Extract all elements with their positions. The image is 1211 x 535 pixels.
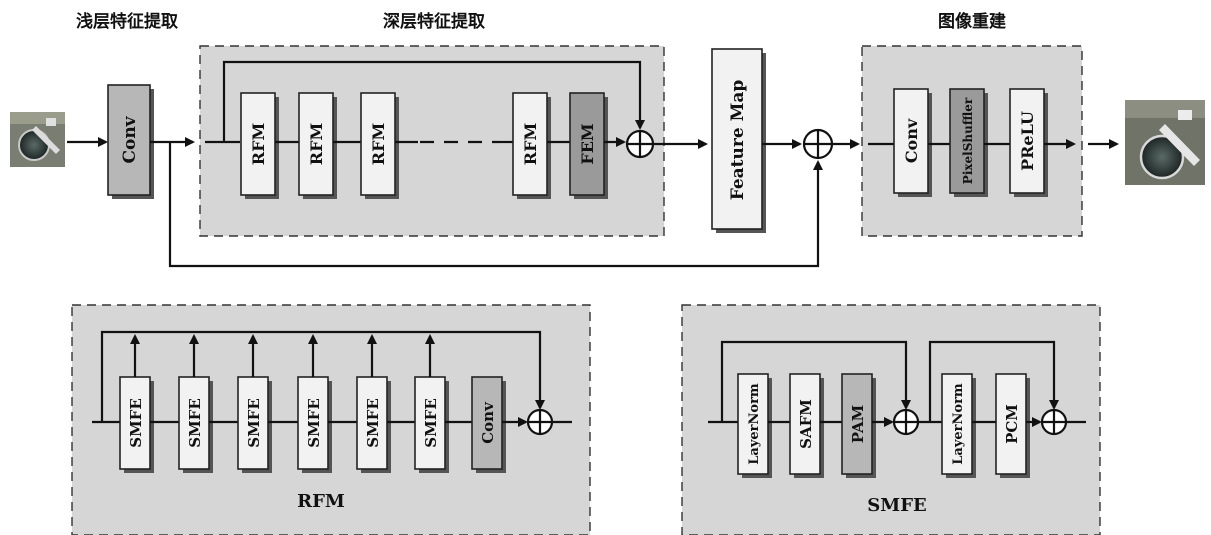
smfe-layernorm-block-1: LayerNorm (738, 374, 772, 478)
rfm-smfe-block-4: SMFE (298, 377, 332, 473)
smfe-block-label-5: PCM (1003, 404, 1021, 444)
rfm-conv-block: Conv (472, 377, 506, 473)
rfm-block-label-2: SMFE (186, 398, 204, 448)
recon-block-label-2: PixelShuffler (961, 97, 975, 184)
safm-block: SAFM (790, 374, 824, 478)
title-image-reconstruction: 图像重建 (938, 11, 1006, 32)
pcm-block: PCM (996, 374, 1030, 478)
pam-block: PAM (842, 374, 876, 478)
deep-add-operator (627, 131, 653, 157)
global-add-operator (804, 130, 832, 158)
recon-block-label-3: PReLU (1018, 111, 1037, 171)
title-shallow-feature: 浅层特征提取 (76, 11, 178, 32)
rfm-block-label-7: Conv (479, 401, 497, 444)
smfe-add-operator-1 (894, 410, 918, 434)
top-rfm-label-n: RFM (521, 123, 540, 165)
rfm-block-label-6: SMFE (422, 398, 440, 448)
top-rfm-label-3: RFM (369, 123, 388, 165)
rfm-block-label-3: SMFE (245, 398, 263, 448)
rfm-smfe-block-6: SMFE (415, 377, 449, 473)
rfm-add-operator (528, 410, 552, 434)
rfm-block-label-4: SMFE (305, 398, 323, 448)
rfm-smfe-block-2: SMFE (179, 377, 213, 473)
top-rfm-label-2: RFM (307, 123, 326, 165)
smfe-block-label-2: SAFM (797, 399, 815, 449)
title-deep-feature: 深层特征提取 (383, 11, 485, 32)
rfm-smfe-block-1: SMFE (120, 377, 154, 473)
top-rfm-label-1: RFM (249, 123, 268, 165)
fem-label: FEM (578, 123, 597, 164)
rfm-block-label-1: SMFE (127, 398, 145, 448)
shallow-conv-label: Conv (120, 115, 140, 163)
smfe-layernorm-block-2: LayerNorm (942, 374, 976, 478)
rfm-smfe-block-5: SMFE (357, 377, 391, 473)
feature-map-label: Feature Map (728, 80, 748, 201)
smfe-block-label-1: LayerNorm (747, 383, 762, 465)
smfe-add-operator-2 (1042, 410, 1066, 434)
recon-block-label-1: Conv (902, 118, 921, 163)
output-image (1125, 100, 1205, 185)
rfm-block-label-5: SMFE (364, 398, 382, 448)
rfm-smfe-block-3: SMFE (238, 377, 272, 473)
rfm-panel-caption: RFM (297, 491, 345, 512)
smfe-block-label-4: LayerNorm (951, 383, 966, 465)
smfe-panel-caption: SMFE (867, 495, 926, 516)
smfe-block-label-3: PAM (849, 405, 867, 443)
input-image (10, 112, 65, 167)
